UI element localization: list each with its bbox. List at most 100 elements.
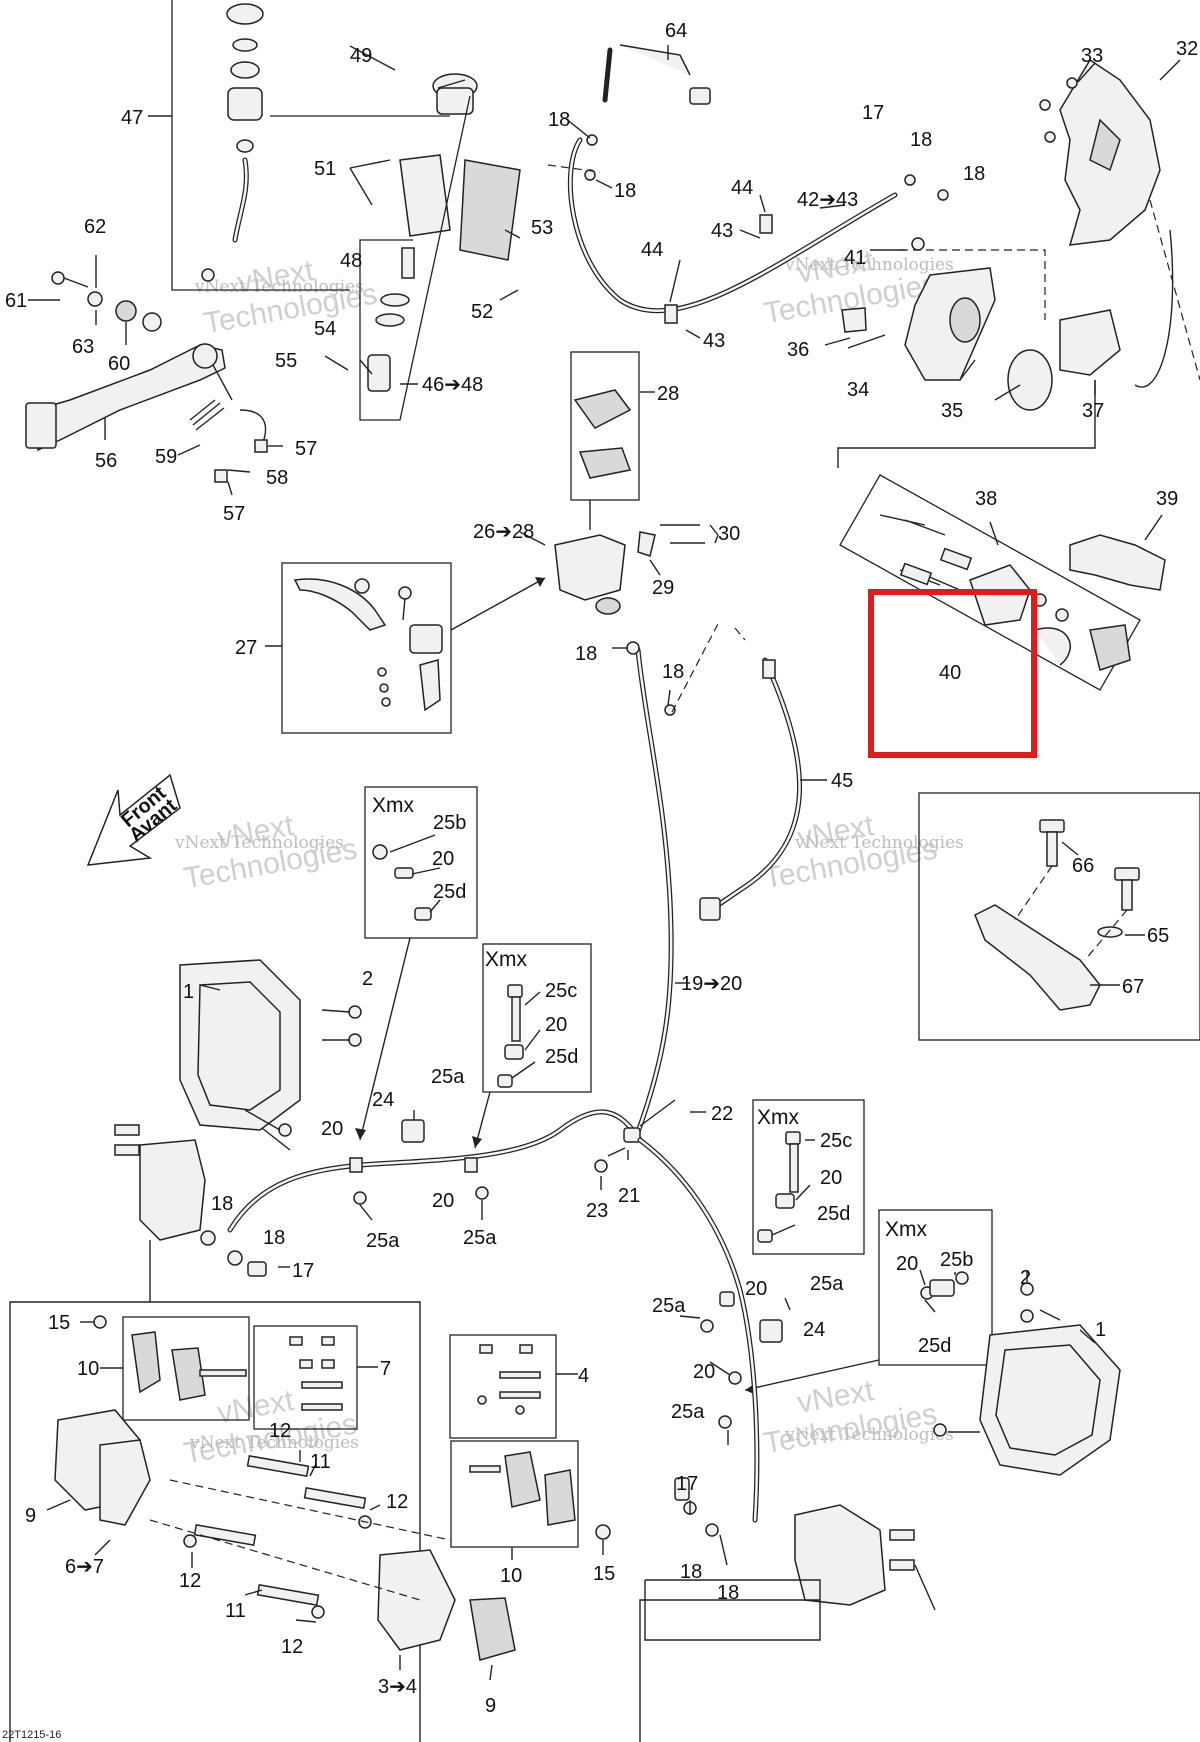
callout-25a: 25a xyxy=(652,1295,686,1317)
kit-28-box xyxy=(570,351,640,501)
callout-67: 67 xyxy=(1122,976,1144,998)
callout-44: 44 xyxy=(641,239,663,261)
watermarks: vNext Technologies vNext Technologies vN… xyxy=(174,244,964,1470)
callout-66: 66 xyxy=(1072,855,1094,877)
callout-63: 63 xyxy=(72,336,94,358)
front-hose-group xyxy=(612,619,827,1143)
callout-54: 54 xyxy=(314,318,336,340)
callout-2: 2 xyxy=(1020,1267,1031,1289)
watermark-small: vNext Technologies xyxy=(784,255,954,275)
callout-17: 17 xyxy=(292,1260,314,1282)
callout-15: 15 xyxy=(593,1563,615,1585)
watermark-small: vNext Technologies xyxy=(784,1425,954,1445)
rear-hose-group xyxy=(547,44,949,339)
callout-39: 39 xyxy=(1156,488,1178,510)
callout-28: 28 xyxy=(657,383,679,405)
master-cylinder-part xyxy=(367,73,521,392)
callout-49: 49 xyxy=(350,45,372,67)
watermark-small: vNext Technologies xyxy=(794,833,964,853)
callout-18: 18 xyxy=(662,661,684,683)
callout-25d: 25d xyxy=(817,1203,850,1225)
callout-52: 52 xyxy=(471,301,493,323)
callout-21: 21 xyxy=(618,1185,640,1207)
callout-11: 11 xyxy=(225,1600,246,1622)
callout-60: 60 xyxy=(108,353,130,375)
bushing-part xyxy=(841,307,867,333)
callout-25a: 25a xyxy=(366,1230,400,1252)
callout-65: 65 xyxy=(1147,925,1169,947)
callout-25d: 25d xyxy=(433,881,466,903)
kit-7-box xyxy=(253,1325,358,1430)
callout-18: 18 xyxy=(717,1582,739,1604)
callout-29: 29 xyxy=(652,577,674,599)
pad-spring-part xyxy=(1069,534,1166,591)
xmx-box-c xyxy=(752,1099,865,1255)
callout-25d: 25d xyxy=(545,1046,578,1068)
callout-12: 12 xyxy=(179,1570,201,1592)
callout-22: 22 xyxy=(711,1103,733,1125)
callout-1: 1 xyxy=(1095,1319,1106,1341)
callout-57: 57 xyxy=(223,503,245,525)
callout-7: 7 xyxy=(380,1358,391,1380)
callout-34: 34 xyxy=(847,379,869,401)
right-caliper-part xyxy=(794,1504,886,1606)
callout-48: 48 xyxy=(340,250,362,272)
xmx-label: Xmx xyxy=(485,948,528,971)
callout-51: 51 xyxy=(314,158,336,180)
front-right-caliper-group xyxy=(639,1270,1121,1742)
callout-46-48: 46➔48 xyxy=(422,374,483,396)
callout-17: 17 xyxy=(676,1473,698,1495)
callout-9: 9 xyxy=(485,1695,496,1717)
callout-56: 56 xyxy=(95,450,117,472)
callout-25a: 25a xyxy=(810,1273,844,1295)
callout-20: 20 xyxy=(432,1190,454,1212)
callout-30: 30 xyxy=(718,523,740,545)
sensor-connector-part xyxy=(689,87,711,105)
callout-12: 12 xyxy=(386,1491,408,1513)
wheel-speed-connector-part xyxy=(699,897,721,921)
highlight-box xyxy=(868,589,1037,758)
brake-pedal-part xyxy=(25,271,226,452)
callout-12: 12 xyxy=(281,1636,303,1658)
watermark-small: vNext Technologies xyxy=(174,833,344,853)
callout-23: 23 xyxy=(586,1200,608,1222)
callout-43: 43 xyxy=(711,220,733,242)
callout-2: 2 xyxy=(362,968,373,990)
caliper-half-right-part xyxy=(377,1549,456,1651)
heat-shield-part xyxy=(459,159,521,261)
front-direction-arrow: Front Avant xyxy=(86,773,181,866)
callout-20: 20 xyxy=(321,1118,343,1140)
callout-20: 20 xyxy=(745,1278,767,1300)
callout-62: 62 xyxy=(84,216,106,238)
watermark-small: vNext Technologies xyxy=(189,1433,359,1453)
callout-25a: 25a xyxy=(431,1066,465,1088)
return-spring-part xyxy=(189,399,225,431)
callout-3-4: 3➔4 xyxy=(378,1676,417,1698)
caliper-kit-group xyxy=(839,474,1166,758)
kit-4-box xyxy=(449,1334,557,1439)
fender-bracket-group xyxy=(918,792,1200,1041)
callout-25c: 25c xyxy=(820,1130,852,1152)
callout-17: 17 xyxy=(862,102,884,124)
xmx-box-d xyxy=(744,1209,993,1395)
callout-41: 41 xyxy=(844,247,866,269)
service-kits-group xyxy=(46,1315,611,1681)
watermark-small: vNext Technologies xyxy=(194,277,364,297)
callout-4: 4 xyxy=(578,1365,589,1387)
xmx-box-b xyxy=(472,943,592,1149)
hose-junction-group xyxy=(594,1099,791,1523)
callout-labels: 1 1 2 2 3➔4 4 6➔7 7 9 9 10 10 11 11 12 1… xyxy=(2,20,1198,1741)
callout-25b: 25b xyxy=(940,1249,973,1271)
callout-61: 61 xyxy=(5,290,27,312)
rear-caliper-group xyxy=(824,58,1200,468)
xmx-label: Xmx xyxy=(885,1218,928,1241)
rear-caliper-part xyxy=(1059,309,1121,376)
callout-15: 15 xyxy=(48,1312,70,1334)
callout-20: 20 xyxy=(545,1014,567,1036)
callout-20: 20 xyxy=(820,1167,842,1189)
callout-44: 44 xyxy=(731,177,753,199)
callout-59: 59 xyxy=(155,446,177,468)
clamp-part xyxy=(637,531,656,557)
callout-24: 24 xyxy=(803,1319,825,1341)
